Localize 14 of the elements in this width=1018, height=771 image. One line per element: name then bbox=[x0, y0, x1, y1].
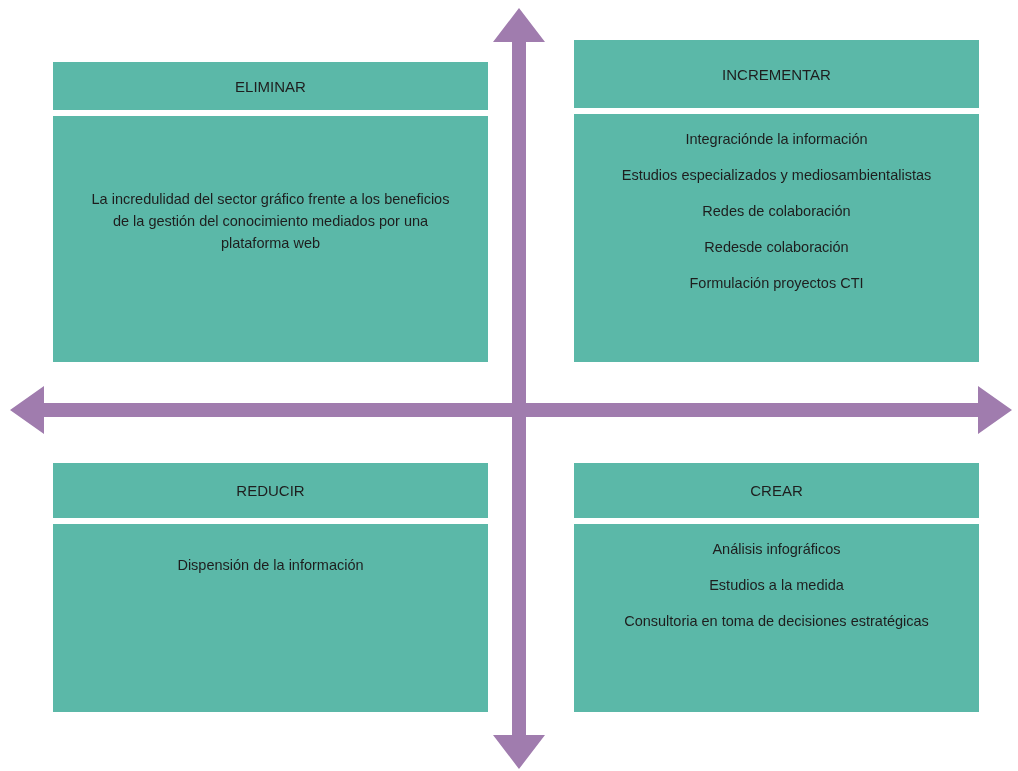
quadrant-heading: INCREMENTAR bbox=[574, 40, 979, 108]
quadrant-heading: CREAR bbox=[574, 463, 979, 518]
quadrant-item-text: Análisis infográficos bbox=[712, 540, 841, 559]
quadrant-item-text: Consultoria en toma de decisiones estratégicas bbox=[624, 612, 929, 631]
quadrant-heading: ELIMINAR bbox=[53, 62, 488, 110]
quadrant-item-text: Estudios a la medida bbox=[709, 576, 844, 595]
quadrant-heading: REDUCIR bbox=[53, 463, 488, 518]
quadrant-item-text: Integraciónde la información bbox=[685, 130, 868, 149]
quadrant-item-text: La incredulidad del sector gráfico frente a los beneficios de la gestión del conocimiento mediados por una plataforma web bbox=[90, 190, 451, 253]
quadrant-item-text: Redesde colaboración bbox=[704, 238, 849, 257]
quadrant-item-text: Redes de colaboración bbox=[702, 202, 851, 221]
quadrant-item-text: Dispensión de la información bbox=[177, 556, 364, 575]
quadrant-item-text: Formulación proyectos CTI bbox=[689, 274, 864, 293]
quadrant-item-text: Estudios especializados y mediosambientalistas bbox=[621, 166, 932, 185]
